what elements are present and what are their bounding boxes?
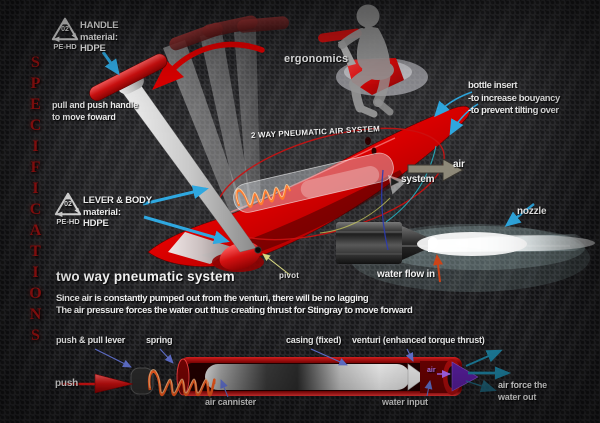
air-direction-arrow	[407, 158, 465, 182]
material-line: HDPE	[80, 43, 106, 55]
material-line: HDPE	[83, 218, 109, 230]
mechanism-leader-lines	[94, 348, 433, 398]
air-jet-label: air	[427, 367, 436, 374]
resin-code: 02	[61, 26, 69, 33]
lever-material-text: LEVER & BODY material: HDPE	[83, 195, 152, 230]
bottle-insert-note-1: -to increase bouyancy	[468, 93, 560, 104]
air-cannister-graphic	[205, 364, 410, 390]
piston-knob	[130, 367, 154, 395]
pull-push-note: pull and push handle to move foward	[52, 100, 138, 123]
material-line: material:	[83, 206, 121, 218]
front-lever	[89, 53, 257, 253]
air-out-arrowhead	[451, 361, 479, 392]
note-line: to move foward	[52, 111, 116, 122]
rider-silhouette	[338, 4, 394, 118]
internal-air-canister	[233, 152, 407, 213]
bottle-insert-note-2: -to prevent tilting over	[468, 105, 559, 116]
bottle-insert-arrow-1	[434, 91, 473, 118]
water-flow-arrow	[433, 254, 443, 283]
spring-label: spring	[146, 335, 173, 345]
system-label: system	[401, 174, 435, 185]
resin-type: PE-HD	[53, 42, 77, 51]
nozzle-label: nozzle	[517, 206, 547, 217]
lever-recycling-icon: 02 PE-HD	[53, 191, 83, 226]
recycle-triangle-icon	[51, 17, 79, 42]
air-cannister-label: air cannister	[205, 397, 256, 407]
resin-type: PE-HD	[56, 217, 80, 226]
water-input-label: water input	[382, 397, 428, 407]
lever-callout-arrow	[142, 185, 209, 206]
nozzle-arrow	[504, 203, 535, 227]
air-force-arrows	[465, 349, 511, 393]
handle-callout-arrow	[101, 51, 120, 76]
description-line-1: Since air is constantly pumped out from …	[56, 293, 369, 304]
air-force-note: air force the water out	[498, 380, 547, 403]
recycle-triangle-icon	[54, 192, 82, 217]
description-line-2: The air pressure forces the water out th…	[56, 305, 413, 316]
callout-arrows	[101, 51, 535, 283]
cyan-trace-line	[385, 145, 437, 223]
water-flow-in-label: water flow in	[377, 269, 435, 280]
ergonomics-figure	[318, 4, 428, 118]
handle-material-text: HANDLE material: HDPE	[80, 20, 119, 55]
pull-motion-arrow	[152, 41, 265, 90]
material-line: HANDLE	[80, 20, 119, 31]
nozzle-link-line	[380, 169, 389, 251]
bottle-insert-title: bottle insert	[468, 80, 518, 91]
vertical-title: SPECIFICATIONS	[27, 54, 44, 348]
venturi-tip	[407, 363, 427, 391]
material-line: material:	[80, 31, 118, 43]
internal-spring	[235, 184, 292, 208]
bottle-insert-arrow-2	[449, 103, 479, 136]
pivot-leader	[262, 253, 291, 276]
system-pointer	[390, 177, 400, 187]
nozzle-inset	[336, 222, 595, 292]
air-label: air	[453, 159, 465, 170]
pivot-label: pivot	[279, 271, 300, 280]
push-arrow	[60, 373, 134, 394]
note-line: pull and push handle	[52, 100, 139, 110]
section-heading: two way pneumatic system	[56, 269, 235, 284]
note-line: water out	[498, 391, 537, 402]
venturi-label: venturi (enhanced torque thrust)	[352, 335, 485, 345]
handle-recycling-icon: 02 PE-HD	[50, 16, 80, 51]
pivot-point	[254, 246, 262, 254]
pump-mechanism	[60, 348, 511, 398]
note-line: air force the	[498, 380, 547, 390]
push-label: push	[55, 378, 79, 389]
push-pull-lever-label: push & pull lever	[56, 335, 126, 345]
ergonomics-label: ergonomics	[284, 53, 349, 65]
yellow-trace-line	[319, 197, 391, 234]
material-line: LEVER & BODY	[83, 195, 152, 206]
resin-code: 02	[64, 201, 72, 208]
body-callout-arrow	[143, 215, 230, 245]
spring-graphic	[147, 369, 216, 397]
casing-label: casing (fixed)	[286, 335, 342, 345]
